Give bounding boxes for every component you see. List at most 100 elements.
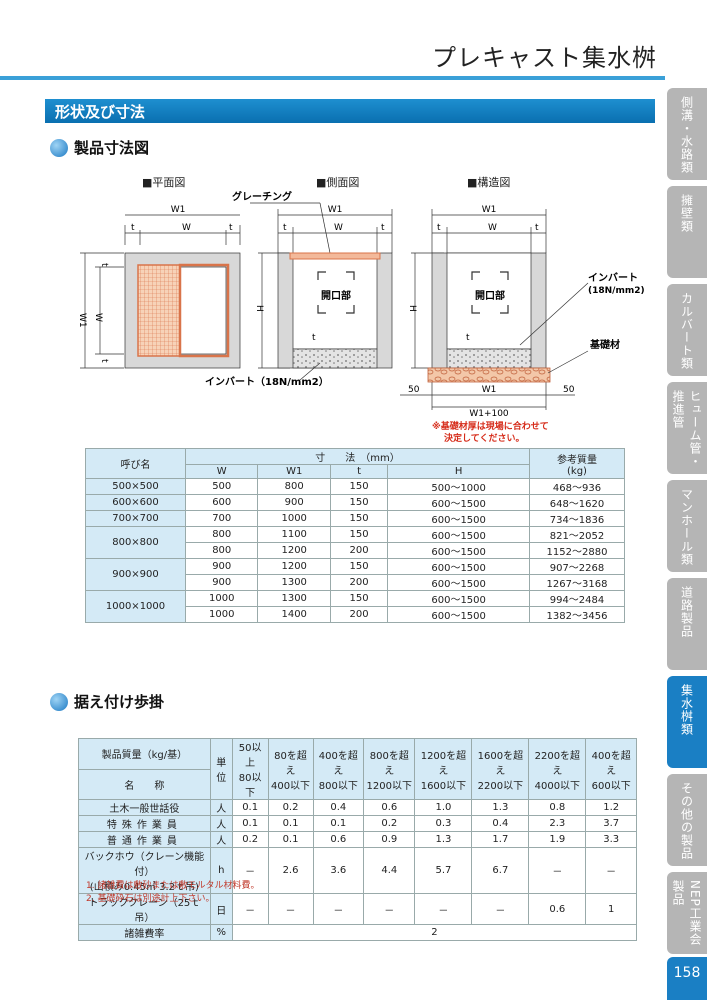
cell: 800 bbox=[184, 542, 259, 559]
cell: － bbox=[585, 847, 637, 894]
tab-culvert[interactable]: カルバート類 bbox=[667, 284, 707, 376]
row-name: 900×900 bbox=[85, 558, 186, 591]
cell: 2.3 bbox=[528, 815, 587, 832]
note-2: 2. 基礎砕石は別途計上下さい。 bbox=[86, 894, 215, 904]
tab-catch-basin[interactable]: 集水桝類 bbox=[667, 676, 707, 768]
side-h: H bbox=[254, 305, 264, 312]
row-name: 1000×1000 bbox=[85, 590, 186, 623]
cell: 600～1500 bbox=[387, 510, 530, 527]
cell: 600～1500 bbox=[387, 590, 530, 607]
tab-road[interactable]: 道路製品 bbox=[667, 578, 707, 670]
struct-w1: W1 bbox=[482, 205, 497, 215]
cell: 1000 bbox=[257, 510, 331, 527]
cell: 0.8 bbox=[528, 799, 587, 816]
cell: 0.1 bbox=[231, 815, 269, 832]
plan-t-bottom: t bbox=[99, 359, 109, 363]
cell: 150 bbox=[329, 478, 389, 495]
cell: 1000 bbox=[184, 590, 259, 607]
row-name: バックホウ（クレーン機能付）(山積み0.45㎥ 3.2ｔ吊) bbox=[78, 847, 211, 894]
cell: 1.3 bbox=[471, 799, 530, 816]
cell: 1.3 bbox=[414, 831, 473, 848]
tab-other[interactable]: その他の製品 bbox=[667, 774, 707, 866]
struct-opening: 開口部 bbox=[475, 289, 505, 302]
cell: 600～1500 bbox=[387, 558, 530, 575]
struct-w1-plus: W1+100 bbox=[469, 409, 509, 419]
cell: 150 bbox=[329, 494, 389, 511]
cell: 600～1500 bbox=[387, 542, 530, 559]
side-w: W bbox=[334, 223, 343, 233]
cell: 0.1 bbox=[267, 831, 314, 848]
notes: 1. 諸雑費は敷砂または敷モルタル材料費。 2. 基礎砕石は別途計上下さい。 bbox=[86, 880, 259, 906]
struct-w: W bbox=[488, 223, 497, 233]
side-t-left: t bbox=[283, 223, 287, 233]
cell: 1.2 bbox=[585, 799, 637, 816]
bullet-icon bbox=[50, 692, 68, 711]
cell: 0.1 bbox=[267, 815, 314, 832]
th-w: W bbox=[184, 464, 259, 479]
note-1: 1. 諸雑費は敷砂または敷モルタル材料費。 bbox=[86, 881, 260, 891]
tab-manhole[interactable]: マンホール類 bbox=[667, 480, 707, 572]
cell: 648～1620 bbox=[529, 494, 625, 511]
row-unit: 人 bbox=[209, 799, 233, 816]
cell: 1.7 bbox=[471, 831, 530, 848]
plan-w1: W1 bbox=[171, 205, 186, 215]
row-name: 600×600 bbox=[85, 494, 186, 511]
cell: 200 bbox=[329, 574, 389, 591]
row-unit: % bbox=[209, 924, 233, 941]
cell: 0.6 bbox=[528, 893, 587, 925]
plan-t-right: t bbox=[229, 223, 233, 233]
cell: 6.7 bbox=[471, 847, 530, 894]
struct-w1-bottom: W1 bbox=[482, 385, 497, 395]
cell: 600～1500 bbox=[387, 526, 530, 543]
cell: 150 bbox=[329, 510, 389, 527]
subhead-install-label: 据え付け歩掛 bbox=[74, 693, 165, 711]
cell: 1000 bbox=[184, 606, 259, 623]
subhead-dims: 製品寸法図 bbox=[50, 137, 149, 158]
dimension-drawings: W1 t W t W1 W t t 開口部 W1 t W t H t グレーチン… bbox=[77, 190, 645, 444]
cell: 2 bbox=[231, 924, 638, 941]
row-name: 500×500 bbox=[85, 478, 186, 495]
cell: － bbox=[312, 893, 365, 925]
th-mass: 参考質量(kg) bbox=[529, 448, 625, 479]
cell: 1300 bbox=[257, 574, 331, 591]
row-unit: h bbox=[209, 847, 233, 894]
tab-nep[interactable]: NEP工業会製品 bbox=[667, 872, 707, 954]
page-title: プレキャスト集水桝 bbox=[432, 44, 657, 72]
row-name: 土木一般世話役 bbox=[78, 799, 211, 816]
cell: 0.2 bbox=[363, 815, 416, 832]
cell: 1 bbox=[585, 893, 637, 925]
cell: 1100 bbox=[257, 526, 331, 543]
cell: 150 bbox=[329, 590, 389, 607]
cell: 200 bbox=[329, 542, 389, 559]
cell: 900 bbox=[257, 494, 331, 511]
tab-hume[interactable]: ヒューム管・推進管 bbox=[667, 382, 707, 474]
struct-50-left: 50 bbox=[408, 385, 420, 395]
th-w1: W1 bbox=[257, 464, 331, 479]
row-name: 800×800 bbox=[85, 526, 186, 559]
header-rule bbox=[0, 76, 665, 80]
tab-gutters[interactable]: 側溝・水路類 bbox=[667, 88, 707, 180]
cell: 3.7 bbox=[585, 815, 637, 832]
cell: 500 bbox=[184, 478, 259, 495]
cell: － bbox=[528, 847, 587, 894]
cell: 150 bbox=[329, 558, 389, 575]
struct-t-bottom: t bbox=[466, 333, 470, 343]
th-mass-kg: 製品質量（kg/基） bbox=[78, 738, 211, 770]
cell: 800 bbox=[257, 478, 331, 495]
tab-retaining[interactable]: 擁壁類 bbox=[667, 186, 707, 278]
struct-base: 基礎材 bbox=[589, 338, 620, 351]
cell: 0.9 bbox=[363, 831, 416, 848]
subhead-dims-label: 製品寸法図 bbox=[74, 139, 150, 157]
struct-note-2: 決定してください。 bbox=[444, 432, 524, 444]
cell: 900 bbox=[184, 574, 259, 591]
cell: 3.6 bbox=[312, 847, 365, 894]
struct-invert-b: (18N/mm2) bbox=[588, 286, 645, 296]
